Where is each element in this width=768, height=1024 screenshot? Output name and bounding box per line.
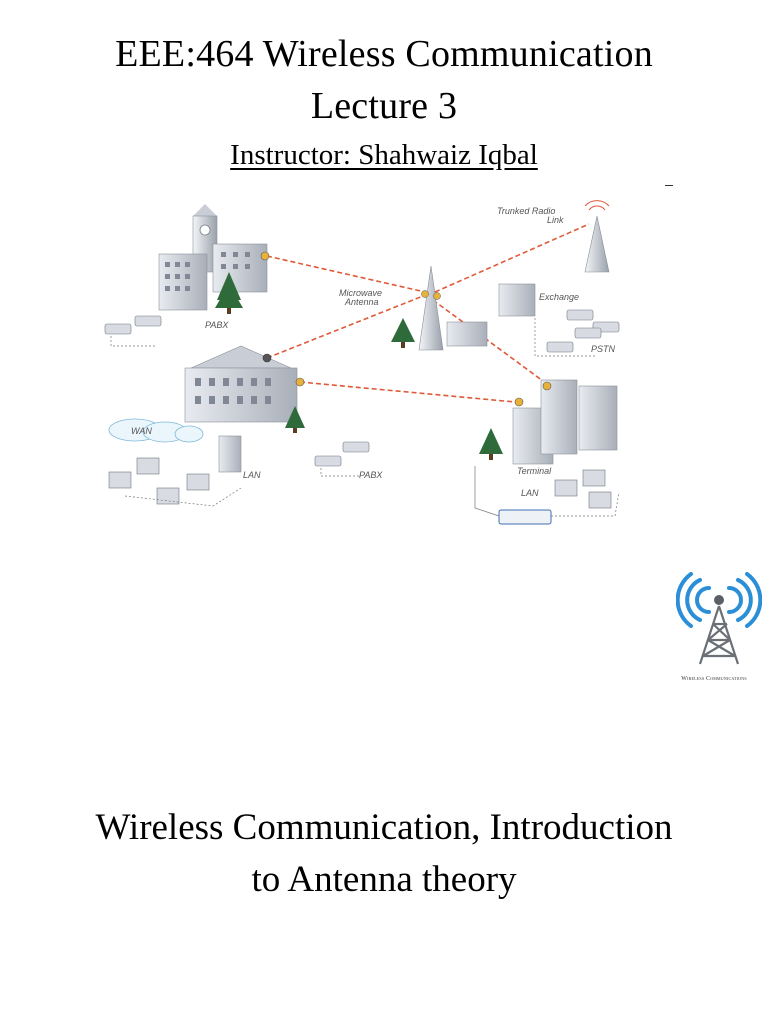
tree-icon: [215, 272, 243, 314]
cloud-icon: [108, 418, 204, 443]
tree-icon: [391, 318, 415, 348]
label-pabx-top: PABX: [205, 320, 229, 330]
building-icon: [184, 345, 305, 423]
stray-dash: [665, 185, 673, 186]
label-pstn: PSTN: [591, 344, 616, 354]
server-icon: [218, 435, 242, 473]
phone-icon: [104, 315, 162, 335]
lecture-title: EEE:464 Wireless Communication: [115, 33, 653, 75]
computer-icon: [554, 469, 612, 509]
lan-switch-icon: [498, 509, 552, 525]
lecture-topic: Wireless Communication, Introduction: [95, 807, 673, 848]
radio-tower-icon: [676, 572, 762, 665]
microwave-links: [266, 223, 590, 403]
label-lan-right: LAN: [521, 488, 539, 498]
tower-icon: [584, 200, 610, 273]
label-exchange: Exchange: [539, 292, 579, 302]
tower-icon: [418, 265, 444, 351]
tree-icon: [285, 406, 305, 433]
phone-icon: [314, 441, 370, 467]
label-lan-left: LAN: [243, 470, 261, 480]
instructor-name: Instructor: Shahwaiz Iqbal: [230, 139, 538, 171]
equipment-box: [446, 321, 488, 347]
lecture-topic-continued: to Antenna theory: [251, 859, 517, 900]
exchange-building: [498, 283, 536, 317]
computer-icon: [108, 457, 210, 505]
lecture-number: Lecture 3: [310, 85, 458, 127]
logo-caption: Wireless Communications: [681, 676, 747, 682]
building-icon: [158, 204, 270, 311]
label-pabx-bottom: PABX: [359, 470, 383, 480]
label-wan: WAN: [131, 426, 152, 436]
building-icon: [512, 379, 618, 465]
phone-icon: [546, 309, 620, 353]
label-terminal: Terminal: [517, 466, 552, 476]
tree-icon: [479, 428, 503, 460]
